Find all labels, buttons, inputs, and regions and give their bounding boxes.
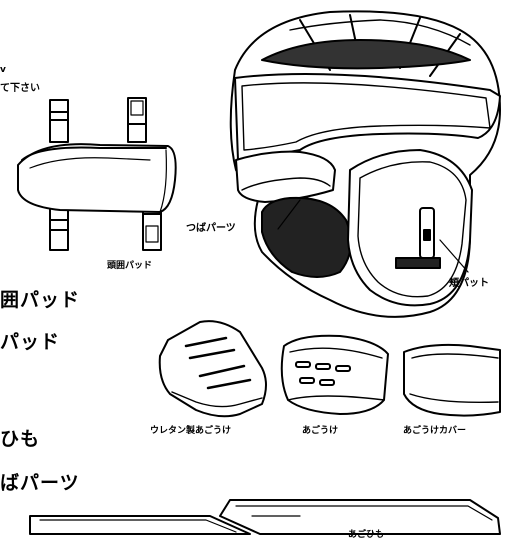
chin-strap-drawing	[29, 499, 501, 535]
urethane-chin-label: ウレタン製あごうけ	[150, 426, 232, 436]
list-visor: ばパーツ	[0, 472, 80, 494]
helmet-drawing	[229, 10, 501, 318]
top-left-note: て下さい	[0, 83, 40, 94]
list-strap: ひも	[0, 428, 41, 450]
chin-strap-label: あごひも	[348, 530, 385, 540]
cheek-pad-label: 頬パット	[449, 278, 489, 289]
list-pad: パッド	[0, 331, 61, 353]
chin-guard-drawing	[280, 334, 389, 415]
head-pad-label: 頭囲パッド	[107, 261, 153, 271]
urethane-chin-drawing	[158, 320, 267, 418]
head-pad-drawing	[17, 97, 177, 251]
top-left-mark: v	[0, 65, 6, 75]
chin-cover-label: あごうけカバー	[403, 426, 467, 436]
list-head-pad: 囲パッド	[0, 289, 81, 311]
visor-parts-label: つばパーツ	[186, 223, 236, 234]
chin-label: あごうけ	[302, 426, 339, 436]
chin-cover-drawing	[403, 343, 501, 417]
